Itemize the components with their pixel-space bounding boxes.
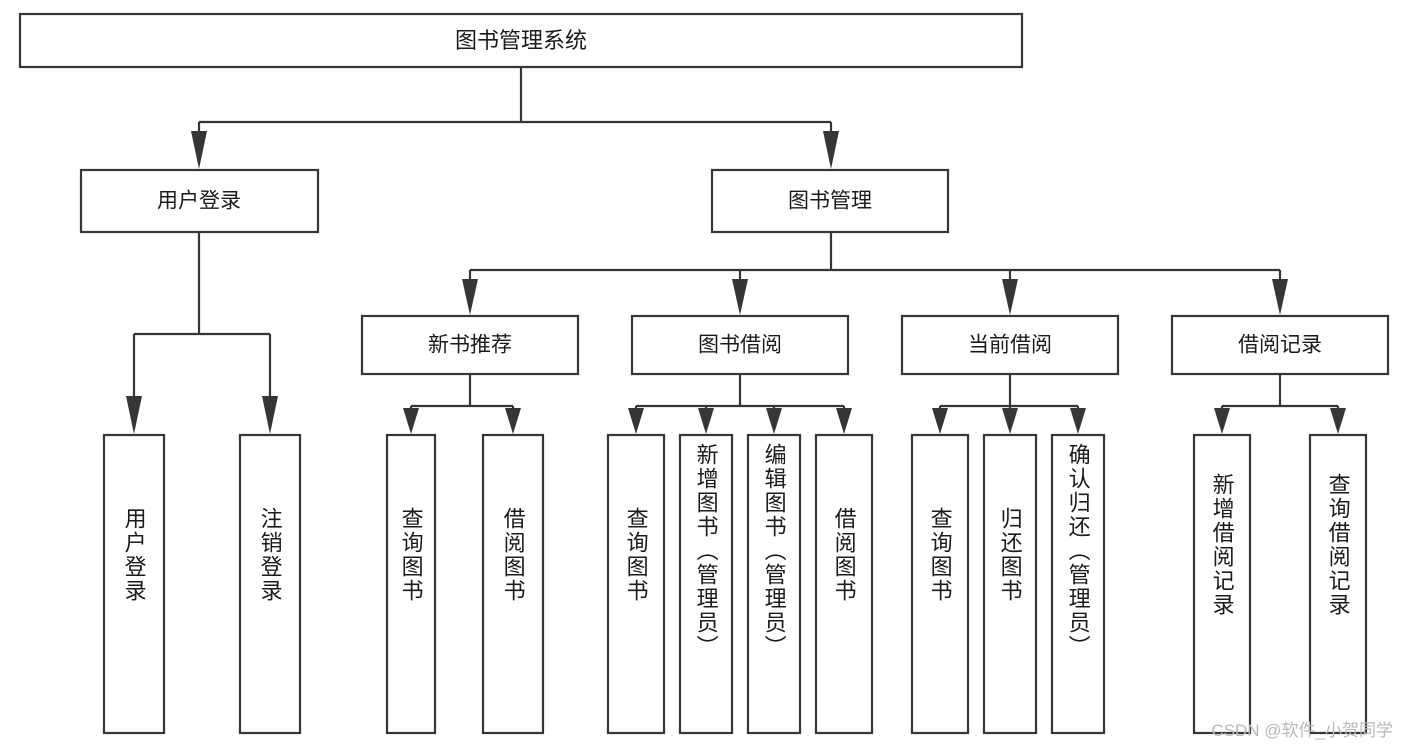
- leaf-boxes: [102, 433, 1368, 735]
- arrowhead-leaf-add-book: [698, 408, 714, 434]
- leaf-box-add-book[interactable]: [678, 433, 734, 735]
- leaf-box-add-record[interactable]: [1192, 433, 1252, 735]
- leaf-box-confirm-return[interactable]: [1050, 433, 1106, 735]
- node-book-borrow-label: 图书借阅: [698, 334, 782, 357]
- arrowhead-leaf-edit-book: [766, 408, 782, 434]
- node-current-borrow-box[interactable]: [900, 314, 1120, 376]
- arrowhead-leaf-logout: [262, 396, 278, 434]
- node-book-manage-box[interactable]: [710, 168, 950, 234]
- arrowhead-book-manage: [823, 131, 839, 169]
- arrowhead-leaf-query-book-1: [403, 408, 419, 434]
- connectors-book-borrow-to-leaves: [628, 374, 852, 434]
- leaf-box-borrow-book-1[interactable]: [481, 433, 545, 735]
- node-root-label: 图书管理系统: [455, 28, 587, 53]
- connectors-root-to-level2: [191, 67, 839, 169]
- node-user-login-box[interactable]: [79, 168, 320, 234]
- node-root[interactable]: 图书管理系统: [18, 12, 1024, 69]
- leaf-box-user-login[interactable]: [102, 433, 166, 735]
- csdn-watermark: CSDN @软件_小贺同学: [1211, 721, 1393, 740]
- node-book-borrow-box[interactable]: [630, 314, 850, 376]
- connectors-new-book-to-leaves: [403, 374, 521, 434]
- arrowhead-leaf-confirm-return: [1070, 408, 1086, 434]
- leaf-box-query-record[interactable]: [1308, 433, 1368, 735]
- arrowhead-leaf-user-login: [126, 396, 142, 434]
- arrowhead-new-book-recommend: [462, 279, 478, 315]
- node-new-book-recommend-label: 新书推荐: [428, 334, 512, 357]
- node-current-borrow-label: 当前借阅: [968, 334, 1052, 357]
- arrowhead-book-borrow: [732, 279, 748, 315]
- node-book-manage-label: 图书管理: [788, 190, 872, 213]
- connectors-current-borrow-to-leaves: [932, 374, 1086, 434]
- leaf-box-query-book-3[interactable]: [910, 433, 970, 735]
- node-book-manage[interactable]: 图书管理: [710, 168, 950, 234]
- node-borrow-record-label: 借阅记录: [1238, 334, 1322, 357]
- arrowhead-leaf-borrow-book-1: [505, 408, 521, 434]
- node-borrow-record[interactable]: 借阅记录: [1170, 314, 1390, 376]
- arrowhead-leaf-query-book-3: [932, 408, 948, 434]
- arrowhead-user-login: [191, 131, 207, 169]
- leaf-box-return-book[interactable]: [982, 433, 1038, 735]
- connectors-borrow-record-to-leaves: [1214, 374, 1346, 434]
- arrowhead-current-borrow: [1002, 279, 1018, 315]
- arrowhead-leaf-return-book: [1002, 408, 1018, 434]
- leaf-box-edit-book[interactable]: [746, 433, 802, 735]
- node-new-book-recommend[interactable]: 新书推荐: [360, 314, 580, 376]
- node-new-book-recommend-box[interactable]: [360, 314, 580, 376]
- node-current-borrow[interactable]: 当前借阅: [900, 314, 1120, 376]
- node-root-box[interactable]: [18, 12, 1024, 69]
- leaf-box-borrow-book-2[interactable]: [814, 433, 874, 735]
- leaf-box-query-book-1[interactable]: [385, 433, 437, 735]
- arrowhead-leaf-query-book-2: [628, 408, 644, 434]
- arrowhead-leaf-borrow-book-2: [836, 408, 852, 434]
- node-user-login-label: 用户登录: [157, 190, 241, 213]
- arrowhead-leaf-query-record: [1330, 408, 1346, 434]
- arrowhead-leaf-add-record: [1214, 408, 1230, 434]
- node-book-borrow[interactable]: 图书借阅: [630, 314, 850, 376]
- node-user-login[interactable]: 用户登录: [79, 168, 320, 234]
- leaf-box-logout[interactable]: [238, 433, 302, 735]
- connectors-book-manage-to-level3: [462, 232, 1288, 315]
- node-borrow-record-box[interactable]: [1170, 314, 1390, 376]
- leaf-box-query-book-2[interactable]: [606, 433, 666, 735]
- arrowhead-borrow-record: [1272, 279, 1288, 315]
- connectors-user-login-to-leaves: [126, 232, 278, 434]
